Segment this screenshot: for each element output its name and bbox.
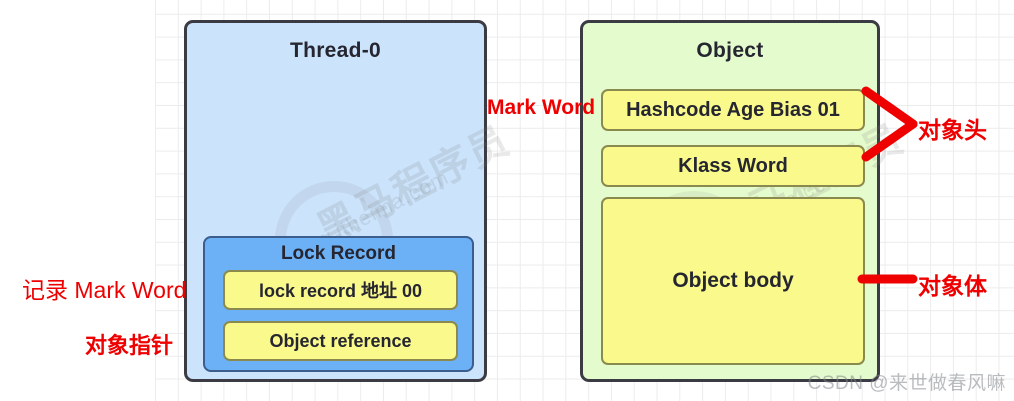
lock-record-box: Lock Record lock record 地址 00 Object ref… (203, 236, 474, 372)
lock-record-title: Lock Record (280, 243, 397, 264)
annotation-object-body: 对象体 (918, 273, 987, 299)
annotation-mark-word: Mark Word (487, 96, 596, 119)
object-box: 黑马程序员 www.itheima.com Object Hashcode Ag… (580, 20, 911, 382)
lock-record-slot-address: lock record 地址 00 (223, 270, 458, 310)
annotation-object-header: 对象头 (918, 117, 987, 143)
thread-box-title: Thread-0 (289, 39, 382, 62)
object-slot-mark-word: Hashcode Age Bias 01 (601, 89, 865, 131)
object-slot-klass-word: Klass Word (601, 145, 865, 187)
object-slot-object-body: Object body (601, 197, 865, 365)
object-box-title: Object (696, 39, 764, 62)
lock-record-slot-object-reference: Object reference (223, 321, 458, 361)
thread-box: 黑马程序员 www.itheima.com Thread-0 Lock Reco… (184, 20, 517, 382)
watermark-heima-thread: 黑马程序员 (310, 118, 518, 253)
annotation-object-pointer: 对象指针 (85, 333, 174, 358)
annotation-record-mark-word: 记录 Mark Word (22, 277, 187, 303)
